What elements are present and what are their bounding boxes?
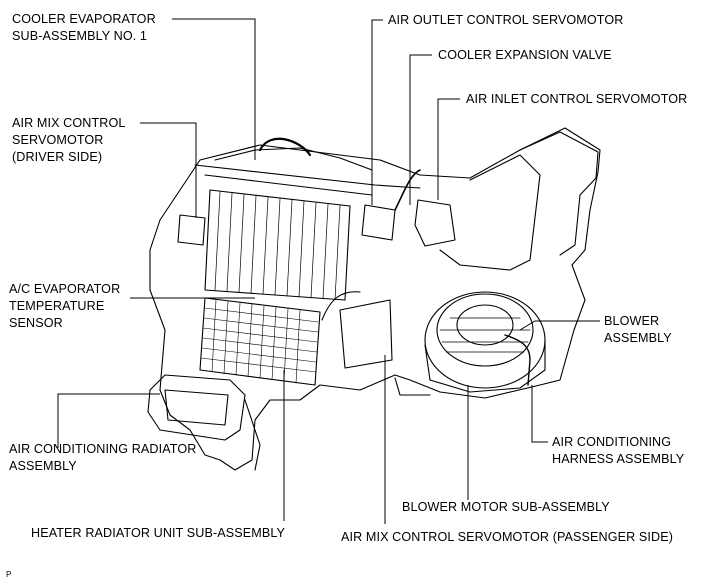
label-air-outlet-servo: AIR OUTLET CONTROL SERVOMOTOR [388,12,623,29]
label-air-mix-passenger: AIR MIX CONTROL SERVOMOTOR (PASSENGER SI… [341,529,673,546]
label-line: TEMPERATURE [9,299,105,313]
label-cooler-evaporator: COOLER EVAPORATOR SUB-ASSEMBLY NO. 1 [12,11,156,45]
label-heater-radiator: HEATER RADIATOR UNIT SUB-ASSEMBLY [31,525,285,542]
leader-lines [57,18,600,524]
label-line: SENSOR [9,316,63,330]
label-line: AIR MIX CONTROL SERVOMOTOR (PASSENGER SI… [341,530,674,544]
label-line: AIR CONDITIONING [552,435,672,449]
label-ac-evap-temp-sensor: A/C EVAPORATOR TEMPERATURE SENSOR [9,281,120,332]
label-line: AIR MIX CONTROL [12,116,126,130]
label-line: A/C EVAPORATOR [9,282,121,296]
label-line: ASSEMBLY [604,331,672,345]
leader-air-outlet-servo [371,19,383,205]
figure-code: P [6,570,12,579]
label-line: (DRIVER SIDE) [12,150,103,164]
label-air-inlet-servo: AIR INLET CONTROL SERVOMOTOR [466,91,687,108]
leader-ac-radiator [57,393,160,448]
label-cooler-expansion-valve: COOLER EXPANSION VALVE [438,47,612,64]
label-ac-radiator: AIR CONDITIONING RADIATOR ASSEMBLY [9,441,196,475]
leader-cooler-expansion-valve [409,54,432,205]
label-line: SERVOMOTOR [12,133,104,147]
leader-air-inlet-servo [437,98,460,200]
label-line: HEATER RADIATOR UNIT SUB-ASSEMBLY [31,526,286,540]
label-line: AIR INLET CONTROL SERVOMOTOR [466,92,688,106]
label-line: COOLER EXPANSION VALVE [438,48,612,62]
label-line: BLOWER MOTOR SUB-ASSEMBLY [402,500,610,514]
label-blower-assembly: BLOWER ASSEMBLY [604,313,672,347]
label-line: AIR CONDITIONING RADIATOR [9,442,197,456]
label-ac-harness: AIR CONDITIONING HARNESS ASSEMBLY [552,434,684,468]
label-line: AIR OUTLET CONTROL SERVOMOTOR [388,13,624,27]
label-line: BLOWER [604,314,660,328]
label-line: HARNESS ASSEMBLY [552,452,685,466]
hvac-unit-illustration [147,127,601,471]
label-blower-motor: BLOWER MOTOR SUB-ASSEMBLY [402,499,610,516]
leader-ac-harness [531,385,548,443]
leader-blower-assembly [519,320,600,331]
label-line: SUB-ASSEMBLY NO. 1 [12,29,148,43]
label-line: ASSEMBLY [9,459,77,473]
label-line: COOLER EVAPORATOR [12,12,156,26]
leader-air-mix-driver [140,122,197,218]
leader-cooler-evaporator [172,18,256,160]
label-air-mix-driver: AIR MIX CONTROL SERVOMOTOR (DRIVER SIDE) [12,115,125,166]
